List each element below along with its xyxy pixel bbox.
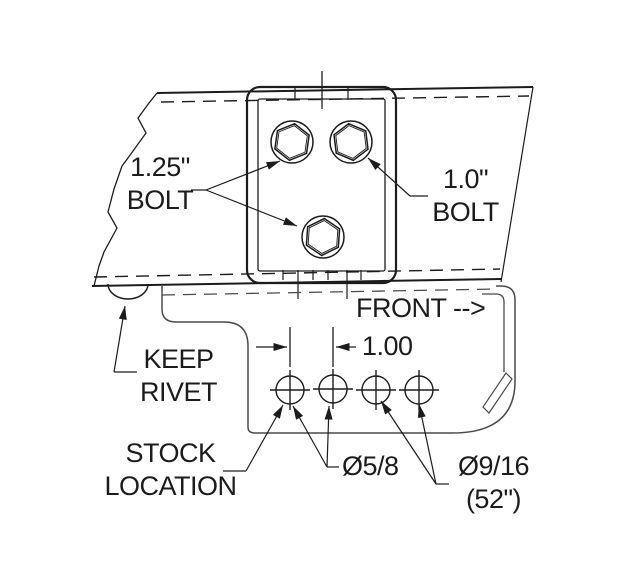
- label-bolt-1-25: 1.25" BOLT: [105, 151, 215, 217]
- hole-1: [270, 370, 310, 410]
- label-diameter-9-16: Ø9/16 (52"): [441, 450, 546, 516]
- break-line: [93, 92, 158, 287]
- leader-lines: [113, 157, 449, 485]
- label-bolt-1-0: 1.0" BOLT: [413, 163, 518, 229]
- mounting-plate: [245, 71, 398, 299]
- hole-2: [313, 369, 353, 409]
- label-bolt-1-25-size: 1.25": [130, 152, 190, 182]
- hole-3: [356, 370, 396, 410]
- corner-strip: [482, 372, 513, 414]
- lower-bracket-outline: [161, 285, 516, 434]
- label-stock-length: (52"): [465, 484, 522, 514]
- label-bolt-1-0-word: BOLT: [432, 197, 499, 227]
- bolt-3: [301, 215, 345, 259]
- bolt-2: [329, 120, 373, 164]
- bolt-1: [270, 120, 314, 164]
- beam-outline: [91, 86, 534, 287]
- label-diameter-5-8: Ø5/8: [342, 451, 399, 481]
- label-bolt-1-25-word: BOLT: [126, 185, 194, 215]
- label-front-direction: FRONT -->: [356, 293, 486, 323]
- label-diameter-9-16-value: Ø9/16: [457, 451, 530, 481]
- label-rivet: RIVET: [139, 377, 218, 407]
- dimension-100: [256, 327, 356, 367]
- label-stock: STOCK: [125, 438, 216, 468]
- label-keep-rivet: KEEP RIVET: [121, 343, 236, 409]
- label-stock-location: STOCK LOCATION: [93, 437, 248, 503]
- label-location: LOCATION: [104, 471, 237, 501]
- label-keep: KEEP: [143, 344, 214, 374]
- label-bolt-1-0-size: 1.0": [442, 164, 489, 194]
- rivet-dome: [107, 283, 149, 300]
- stock-holes: [270, 369, 439, 410]
- label-dimension-1-00: 1.00: [362, 331, 413, 361]
